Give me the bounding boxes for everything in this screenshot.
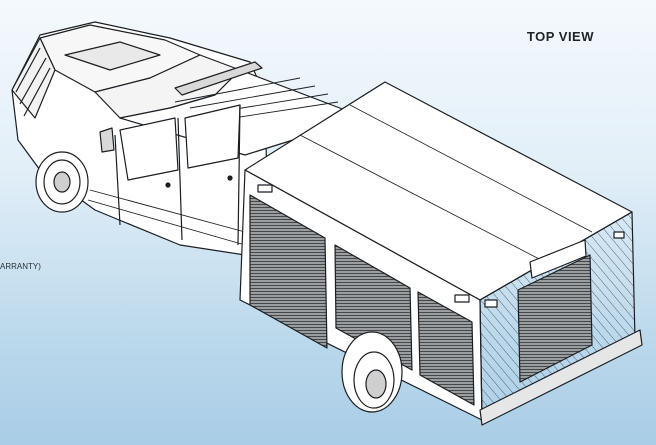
warranty-note-text: ARRANTY) <box>0 262 41 271</box>
truck-cab <box>11 21 346 256</box>
compartment-body <box>239 81 643 426</box>
top-view-label: TOP VIEW <box>526 29 594 44</box>
